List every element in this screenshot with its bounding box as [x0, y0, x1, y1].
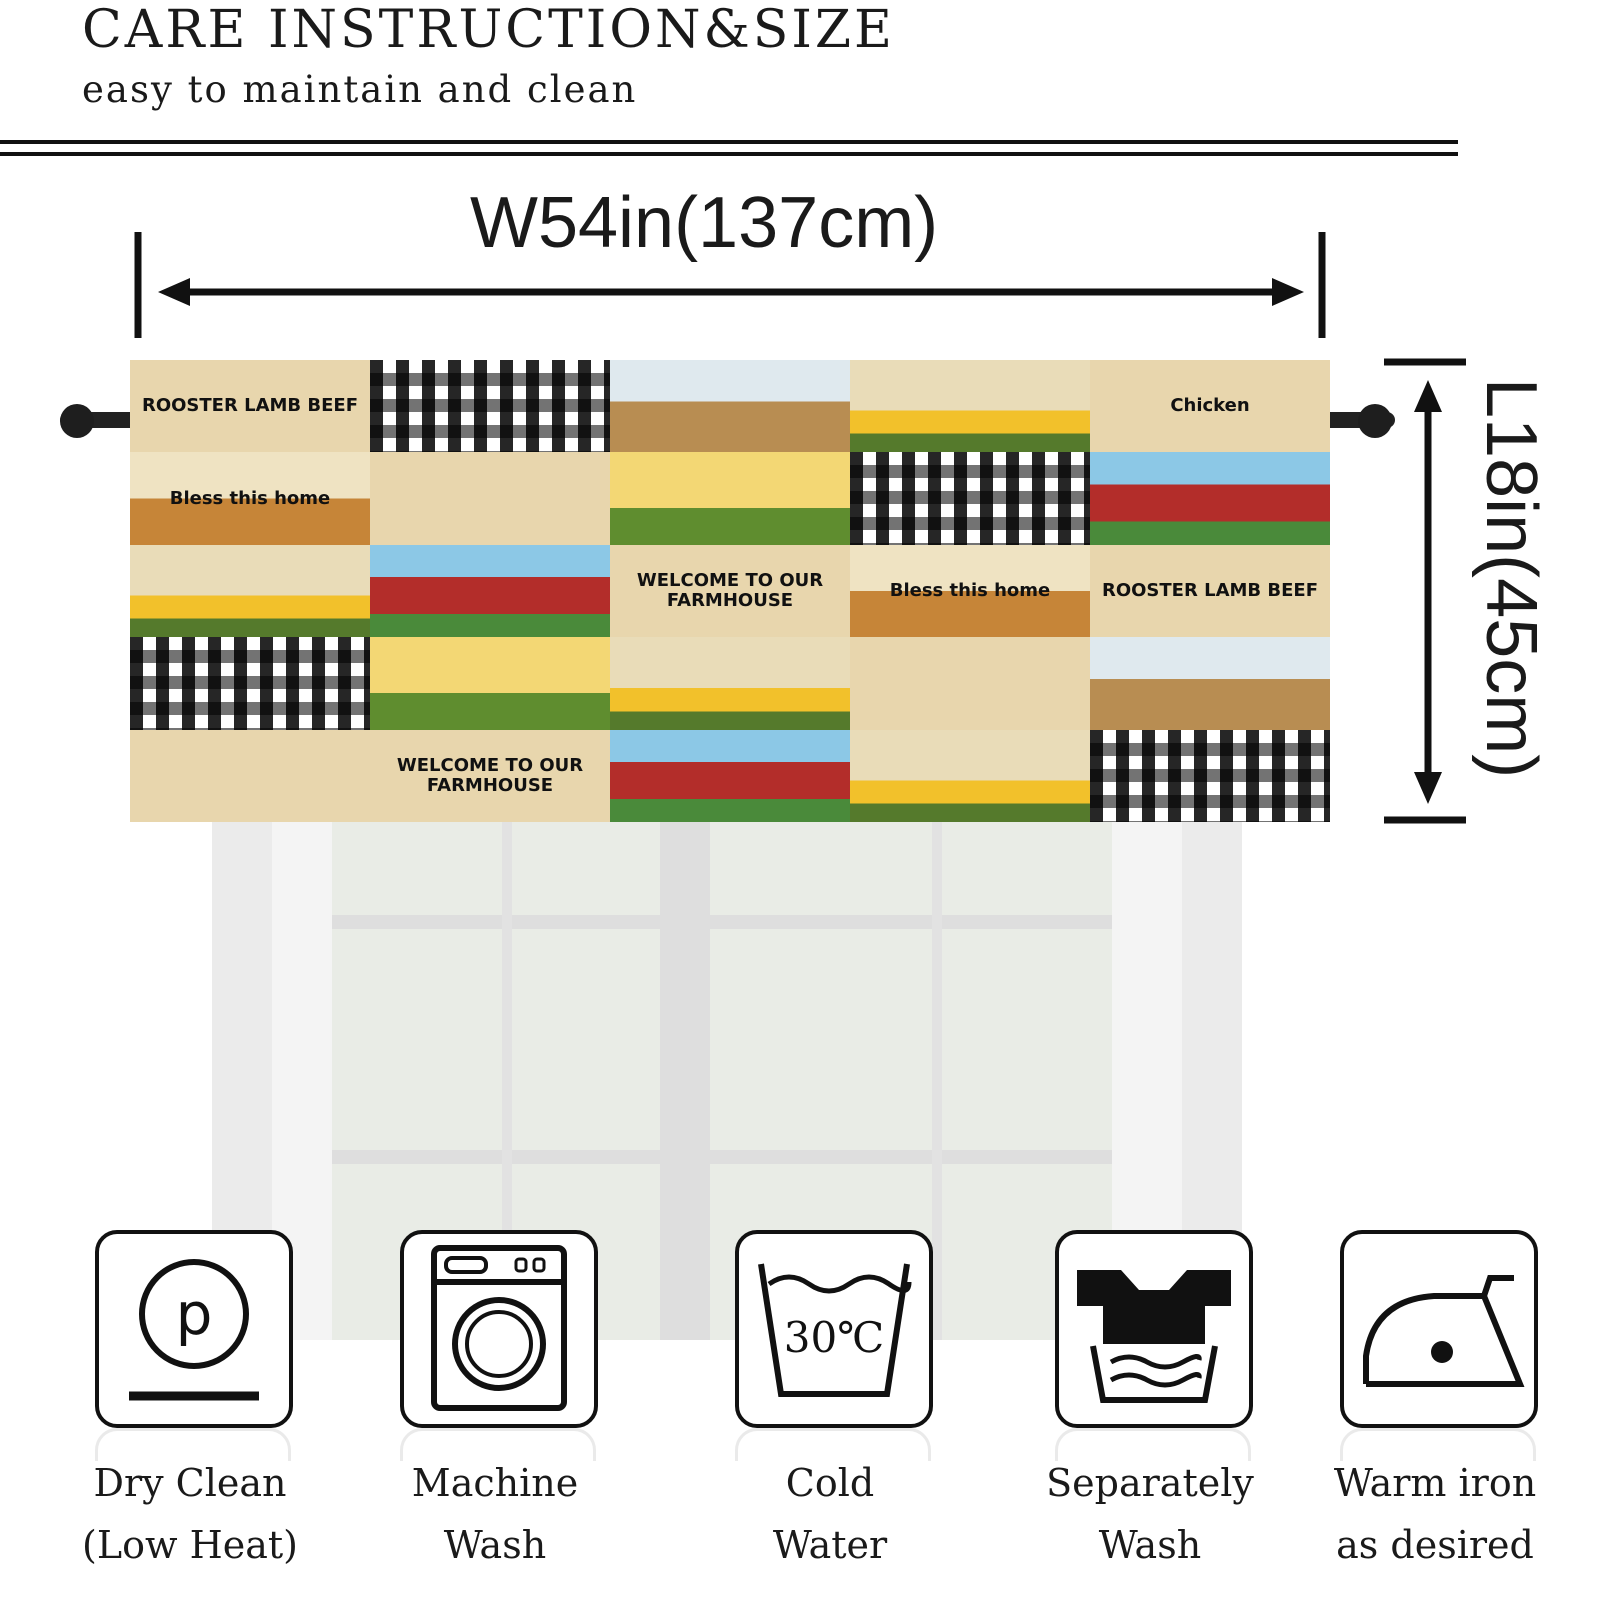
valance-tile [850, 729, 1090, 822]
valance-tile [1090, 452, 1330, 545]
valance-tile [610, 729, 850, 822]
care-label-line1: Machine [411, 1461, 579, 1505]
valance-tile [370, 452, 610, 545]
care-label-line2: as desired [1336, 1523, 1534, 1567]
valance-tile-text: ROOSTER LAMB BEEF [141, 395, 359, 417]
valance-tile [370, 360, 610, 453]
valance-tile-text: WELCOME TO OUR FARMHOUSE [396, 755, 584, 796]
valance-tile: WELCOME TO OUR FARMHOUSE [370, 729, 610, 822]
care-label-line1: Cold [785, 1461, 875, 1505]
care-label-line1: Separately [1046, 1461, 1254, 1505]
valance-tile: WELCOME TO OUR FARMHOUSE [610, 544, 850, 638]
valance-tile-text: WELCOME TO OUR FARMHOUSE [636, 570, 824, 611]
dimension-lines [134, 232, 1466, 824]
care-instructions: p Dry Clean (Low Heat) Machine Wash [0, 1230, 1600, 1600]
care-label-line2: Water [772, 1523, 888, 1567]
page-subtitle: easy to maintain and clean [82, 68, 638, 111]
valance-tile [130, 637, 370, 730]
valance-tile [1090, 637, 1330, 730]
valance-tile-text: Bless this home [169, 487, 331, 509]
valance-tile [610, 360, 850, 453]
care-label-line2: (Low Heat) [82, 1523, 298, 1567]
valance-tile [370, 544, 610, 638]
temperature-text: 30℃ [784, 1313, 884, 1362]
wash-30c-icon: 30℃ [735, 1230, 933, 1428]
valance-tile: Bless this home [850, 544, 1090, 638]
care-label-line1: Warm iron [1333, 1461, 1537, 1505]
valance-tile: ROOSTER LAMB BEEF [1090, 544, 1330, 638]
valance-tile [1090, 729, 1330, 822]
valance-tile [850, 637, 1090, 730]
valance-tile: Bless this home [130, 452, 370, 545]
iron-icon [1340, 1230, 1538, 1428]
dry-clean-icon: p [95, 1230, 293, 1428]
page-title: CARE INSTRUCTION&SIZE [82, 0, 895, 60]
valance-tile [850, 452, 1090, 545]
valance-tile [130, 729, 370, 822]
valance-tile: ROOSTER LAMB BEEF [130, 360, 370, 453]
rod-finial-left [60, 404, 94, 438]
care-label-line1: Dry Clean [93, 1461, 287, 1505]
valance-tile-text: Chicken [1170, 395, 1250, 417]
valance-tile [130, 544, 370, 638]
valance-tile: Chicken [1090, 360, 1330, 453]
washing-machine-icon [400, 1230, 598, 1428]
care-label-line2: Wash [1098, 1523, 1202, 1567]
valance-tile [850, 360, 1090, 453]
divider [0, 152, 1458, 156]
valance-tile [370, 637, 610, 730]
length-label: L18in(45cm) [1471, 378, 1551, 779]
rod-finial-right [1358, 404, 1392, 438]
valance-tile-text: Bless this home [889, 580, 1051, 602]
valance-tile-text: ROOSTER LAMB BEEF [1101, 580, 1319, 602]
width-label: W54in(137cm) [470, 183, 939, 263]
care-label-line2: Wash [443, 1523, 547, 1567]
separate-wash-icon [1055, 1230, 1253, 1428]
valance-tile [610, 637, 850, 730]
valance-tile [610, 452, 850, 545]
svg-text:p: p [176, 1280, 213, 1348]
divider [0, 140, 1458, 144]
